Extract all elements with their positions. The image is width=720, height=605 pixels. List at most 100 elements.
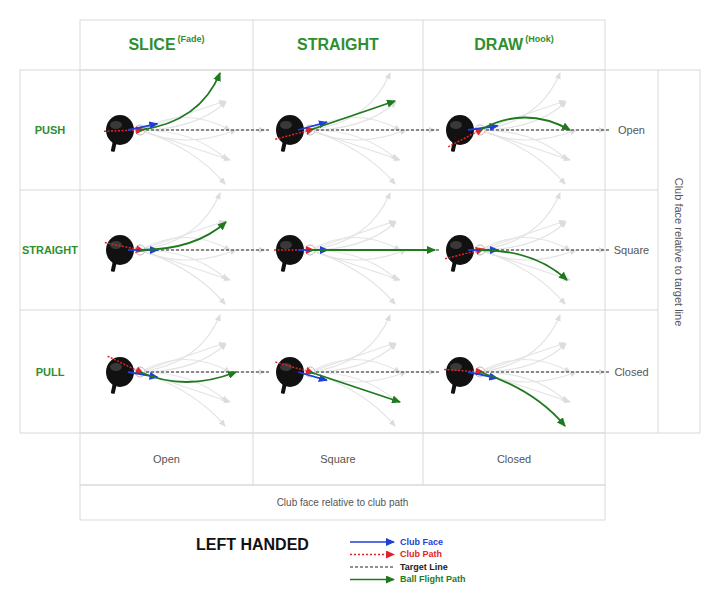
faint-flight xyxy=(480,130,565,184)
club-path-sample xyxy=(350,554,394,556)
shot-cell xyxy=(275,315,440,426)
faint-flight xyxy=(480,343,565,372)
shot-cell xyxy=(445,193,610,304)
legend-samples xyxy=(350,542,394,580)
club-shine xyxy=(280,121,292,129)
header-text: Square xyxy=(320,453,355,465)
header-text: STRAIGHT xyxy=(297,36,379,54)
faint-flight xyxy=(310,372,400,402)
target-line xyxy=(306,250,440,251)
club-shine xyxy=(450,121,462,129)
faint-flight xyxy=(480,250,565,304)
faint-flight xyxy=(480,372,565,426)
faint-flight xyxy=(140,315,220,372)
club-path-arrow xyxy=(448,128,483,147)
row-header: STRAIGHT xyxy=(20,190,80,310)
club-path-arrow xyxy=(275,129,314,139)
face-path-label: Closed xyxy=(423,433,605,485)
header-note: (Hook) xyxy=(525,34,554,44)
faint-flight xyxy=(310,249,435,250)
column-header: DRAW(Hook) xyxy=(423,20,605,70)
faint-flight xyxy=(310,130,395,184)
target-line xyxy=(306,130,440,131)
faint-flight xyxy=(480,315,560,372)
faint-flight xyxy=(310,372,395,426)
ball-flight-path xyxy=(310,249,435,251)
ball-flight-path xyxy=(310,101,395,130)
faint-flight xyxy=(140,73,220,130)
faint-flight xyxy=(310,101,395,130)
club-shine xyxy=(450,241,462,249)
legend-heading: LEFT HANDED xyxy=(196,536,309,554)
header-text: Open xyxy=(618,124,645,136)
header-text: PUSH xyxy=(35,124,66,136)
shot-cell xyxy=(106,315,270,426)
target-line xyxy=(136,372,270,373)
row-header: PUSH xyxy=(20,70,80,190)
shot-cell xyxy=(444,315,610,426)
club-face-sample xyxy=(350,541,394,543)
ball-flight-path xyxy=(140,222,226,250)
faint-flight xyxy=(480,221,565,250)
face-target-label: Closed xyxy=(605,310,658,433)
header-text: SLICE xyxy=(128,36,175,54)
faint-flight xyxy=(310,315,390,372)
ball-flight-path xyxy=(310,372,400,402)
legend-text: Ball Flight Path xyxy=(400,574,466,585)
club-shine xyxy=(110,121,122,129)
header-text: STRAIGHT xyxy=(22,244,78,256)
faint-flight xyxy=(140,221,225,250)
faint-flight xyxy=(310,73,390,130)
axis-title: Club face relative to target line xyxy=(658,70,700,433)
faint-flight xyxy=(310,193,390,250)
shot-cell xyxy=(105,193,270,304)
header-text: DRAW xyxy=(474,36,523,54)
column-header: SLICE(Fade) xyxy=(80,20,253,70)
faint-flight xyxy=(480,193,560,250)
header-text: Square xyxy=(614,244,649,256)
header-text: Closed xyxy=(497,453,531,465)
column-header: STRAIGHT xyxy=(253,20,423,70)
ball-flight-sample xyxy=(350,579,394,581)
target-line xyxy=(136,130,270,131)
target-line xyxy=(476,130,610,131)
club-path-arrow xyxy=(444,369,484,372)
faint-flight xyxy=(480,222,566,250)
legend-text: Target Line xyxy=(400,562,448,573)
header-text: Club face relative to club path xyxy=(277,497,409,508)
shot-cell xyxy=(446,73,610,184)
faint-flight xyxy=(140,250,225,304)
target-line xyxy=(476,372,610,373)
ball-flight-path xyxy=(480,118,570,131)
faint-flight xyxy=(480,344,566,372)
face-target-label: Open xyxy=(605,70,658,190)
face-path-label: Open xyxy=(80,433,253,485)
club-path-arrow xyxy=(108,356,144,374)
header-text: PULL xyxy=(36,366,65,378)
faint-flight xyxy=(310,343,395,372)
shot-cell xyxy=(275,73,440,184)
club-shine xyxy=(110,363,122,371)
ball-flight-path xyxy=(480,250,567,280)
faint-flight xyxy=(310,102,396,130)
legend-text: Club Path xyxy=(400,549,442,560)
ball-flight-path xyxy=(140,372,236,382)
club-path-arrow xyxy=(275,362,313,373)
axis-title: Club face relative to club path xyxy=(80,485,605,520)
faint-flight xyxy=(140,344,226,372)
shot-cell xyxy=(104,73,270,184)
faint-flight xyxy=(140,193,220,250)
faint-flight xyxy=(310,250,395,304)
ball-flight-path xyxy=(480,372,565,426)
faint-flight xyxy=(140,372,236,382)
shot-cell xyxy=(274,193,440,304)
grid-lines xyxy=(20,20,700,520)
legend-text: Club Face xyxy=(400,537,443,548)
faint-flight xyxy=(140,343,225,372)
shot-illustrations xyxy=(104,73,610,426)
header-text: Open xyxy=(153,453,180,465)
faint-flight xyxy=(310,221,395,250)
face-path-label: Square xyxy=(253,433,423,485)
target-line xyxy=(306,372,440,373)
